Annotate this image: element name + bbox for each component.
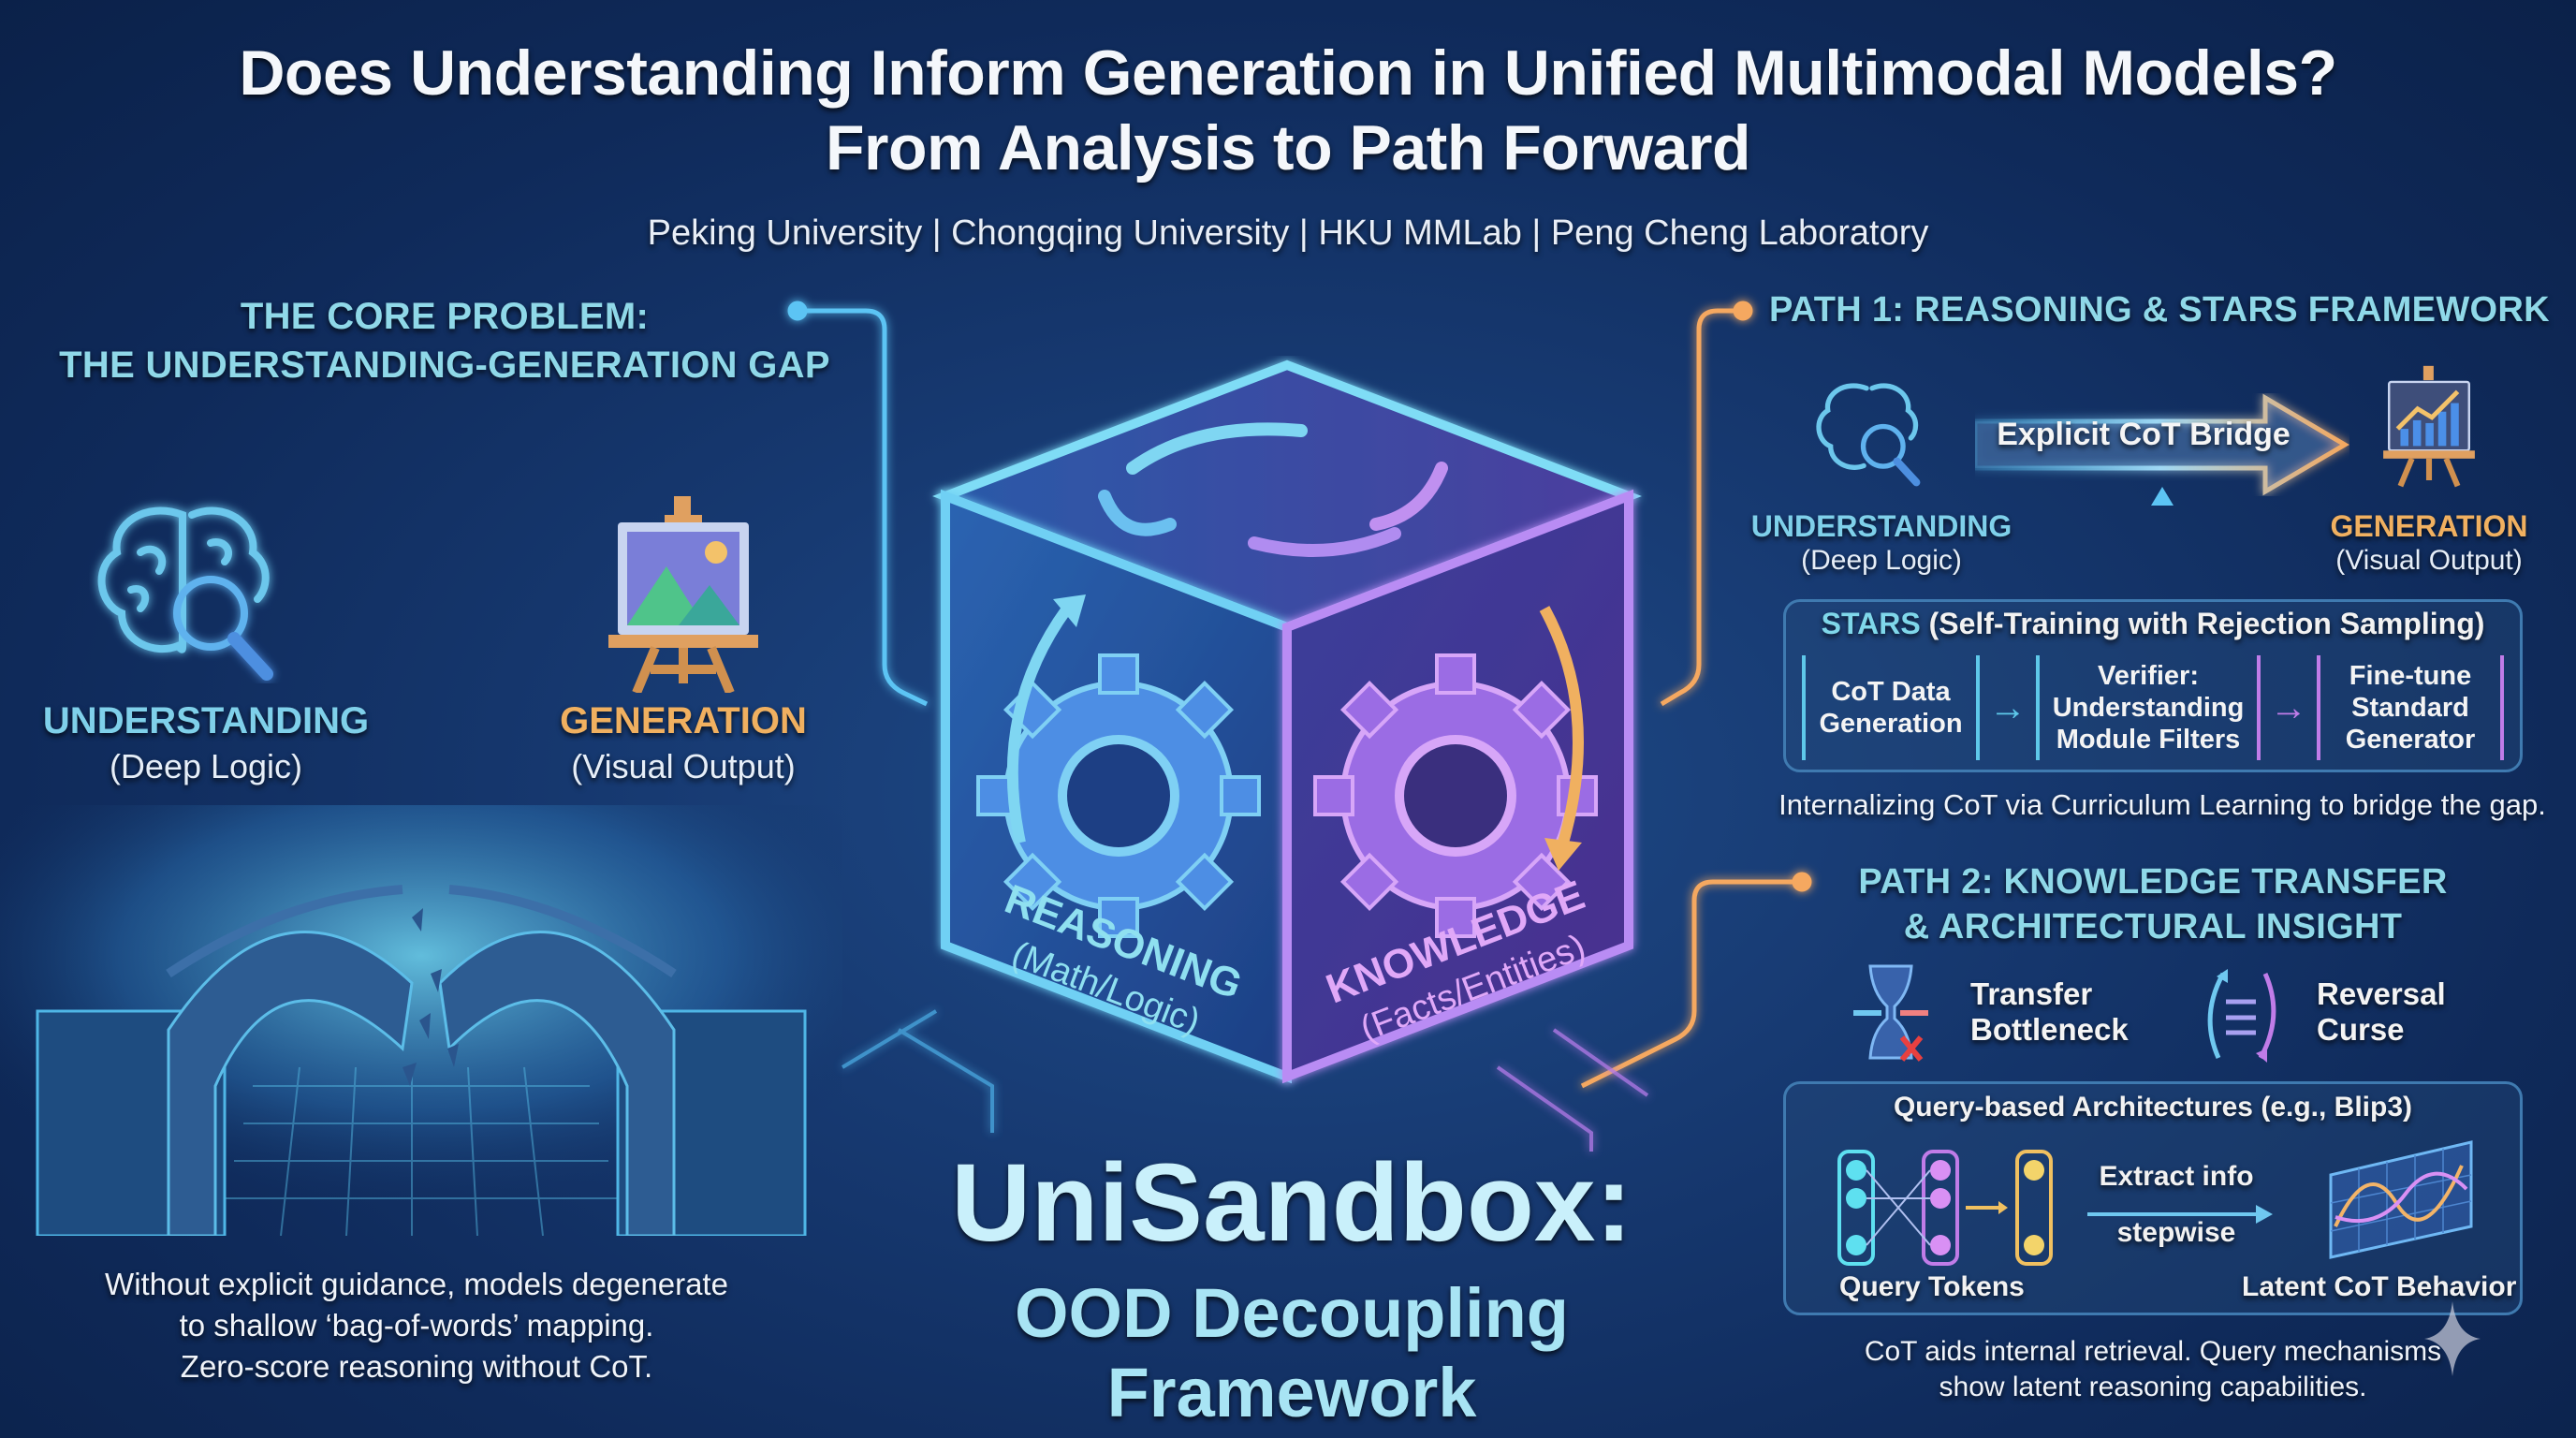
framework-title: UniSandbox: bbox=[951, 1141, 1632, 1265]
stars-acronym: STARS bbox=[1821, 607, 1921, 640]
generation-label: GENERATION bbox=[560, 700, 807, 741]
understanding-sub: (Deep Logic) bbox=[109, 747, 303, 785]
cot-bridge-label: Explicit CoT Bridge bbox=[1997, 417, 2291, 452]
issue-line: Transfer bbox=[1970, 976, 2093, 1011]
step-line: Understanding bbox=[2052, 693, 2245, 723]
path1-note: Internalizing CoT via Curriculum Learnin… bbox=[1778, 788, 2546, 821]
issue-line: Reversal bbox=[2317, 976, 2446, 1011]
stepwise-label: stepwise bbox=[2116, 1217, 2236, 1248]
latent-cot-graph-icon bbox=[2329, 1140, 2473, 1259]
path1-generation-label: GENERATION bbox=[2330, 509, 2528, 543]
unisandbox-cube: REASONING (Math/Logic) KNOWLEDGE (Facts/… bbox=[932, 360, 1642, 1084]
path2-heading-line-2: & ARCHITECTURAL INSIGHT bbox=[1903, 907, 2403, 946]
easel-painting-icon bbox=[608, 496, 758, 693]
path1-generation-sub: (Visual Output) bbox=[2335, 545, 2523, 576]
query-architecture-title: Query-based Architectures (e.g., Blip3) bbox=[1893, 1092, 2413, 1123]
brain-magnifier-icon bbox=[97, 506, 273, 681]
path1-heading: PATH 1: REASONING & STARS FRAMEWORK bbox=[1769, 290, 2550, 330]
affiliations: Peking University | Chongqing University… bbox=[647, 213, 1929, 253]
stars-title: STARS (Self-Training with Rejection Samp… bbox=[1783, 607, 2523, 641]
stars-expansion: (Self-Training with Rejection Sampling) bbox=[1928, 607, 2485, 640]
framework-subtitle: OOD Decoupling Framework bbox=[1015, 1274, 1569, 1431]
extract-info-label: Extract info bbox=[2097, 1161, 2256, 1193]
core-note-line-1: Without explicit guidance, models degene… bbox=[105, 1267, 728, 1301]
latent-cot-label: Latent CoT Behavior bbox=[2242, 1271, 2517, 1302]
issue-line: Curse bbox=[2317, 1012, 2405, 1047]
reversal-curse-label: Reversal Curse bbox=[2317, 976, 2446, 1048]
hourglass-bottleneck-icon bbox=[1853, 964, 1928, 1062]
generation-sub: (Visual Output) bbox=[571, 747, 796, 785]
path1-understanding-label: UNDERSTANDING bbox=[1750, 509, 2012, 543]
sparkle-icon bbox=[2424, 1301, 2481, 1376]
path1-understanding-sub: (Deep Logic) bbox=[1801, 545, 1962, 576]
stars-step-verifier: Verifier: Understanding Module Filters bbox=[2036, 655, 2261, 760]
stars-step-finetune: Fine-tune Standard Generator bbox=[2317, 655, 2504, 760]
broken-bridge-illustration bbox=[0, 805, 842, 1236]
core-problem-heading-line-1: THE CORE PROBLEM: bbox=[240, 296, 650, 337]
understanding-label: UNDERSTANDING bbox=[42, 700, 370, 741]
page-title: Does Understanding Inform Generation in … bbox=[0, 36, 2576, 185]
path1-brain-icon bbox=[1816, 383, 1921, 487]
extract-arrow-icon bbox=[2087, 1205, 2273, 1224]
stars-step-cot-data: CoT Data Generation bbox=[1802, 655, 1980, 760]
stars-panel bbox=[1783, 599, 2523, 772]
core-problem-heading-line-2: THE UNDERSTANDING-GENERATION GAP bbox=[59, 345, 830, 386]
issue-line: Bottleneck bbox=[1970, 1012, 2129, 1047]
arrow-label-line: Extract info bbox=[2099, 1161, 2254, 1192]
step-line: Generation bbox=[1819, 709, 1963, 739]
transfer-bottleneck-label: Transfer Bottleneck bbox=[1970, 976, 2129, 1048]
stars-uplink-arrow bbox=[2151, 487, 2174, 604]
step-line: Verifier: bbox=[2098, 661, 2199, 691]
step-line: Generator bbox=[2345, 725, 2476, 755]
core-problem-note: Without explicit guidance, models degene… bbox=[56, 1264, 777, 1387]
title-line-2: From Analysis to Path Forward bbox=[825, 112, 1751, 183]
step-line: Standard bbox=[2351, 693, 2469, 723]
stars-pipeline: CoT Data Generation → Verifier: Understa… bbox=[1802, 655, 2504, 760]
arrow-right-icon: → bbox=[2270, 686, 2307, 728]
path2-heading-line-1: PATH 2: KNOWLEDGE TRANSFER bbox=[1858, 862, 2448, 902]
step-line: Module Filters bbox=[2056, 725, 2241, 755]
step-line: CoT Data bbox=[1831, 677, 1951, 707]
cot-bridge-arrow-icon bbox=[1975, 393, 2349, 496]
query-tokens-label: Query Tokens bbox=[1839, 1271, 2025, 1302]
path2-heading: PATH 2: KNOWLEDGE TRANSFER & ARCHITECTUR… bbox=[1825, 859, 2481, 949]
query-tokens-icon bbox=[1837, 1150, 2053, 1266]
path1-easel-chart-icon bbox=[2383, 365, 2475, 488]
core-note-line-2: to shallow ‘bag-of-words’ mapping. bbox=[179, 1308, 654, 1343]
title-line-1: Does Understanding Inform Generation in … bbox=[239, 37, 2337, 109]
reversal-arrows-icon bbox=[2207, 969, 2276, 1063]
core-problem-heading: THE CORE PROBLEM: THE UNDERSTANDING-GENE… bbox=[56, 292, 833, 389]
core-note-line-3: Zero-score reasoning without CoT. bbox=[180, 1349, 653, 1384]
path2-note: CoT aids internal retrieval. Query mecha… bbox=[1783, 1334, 2523, 1405]
path2-note-line-1: CoT aids internal retrieval. Query mecha… bbox=[1864, 1336, 2442, 1367]
step-line: Fine-tune bbox=[2349, 661, 2472, 691]
path2-note-line-2: show latent reasoning capabilities. bbox=[1939, 1372, 2367, 1402]
arrow-right-icon: → bbox=[1989, 686, 2027, 728]
